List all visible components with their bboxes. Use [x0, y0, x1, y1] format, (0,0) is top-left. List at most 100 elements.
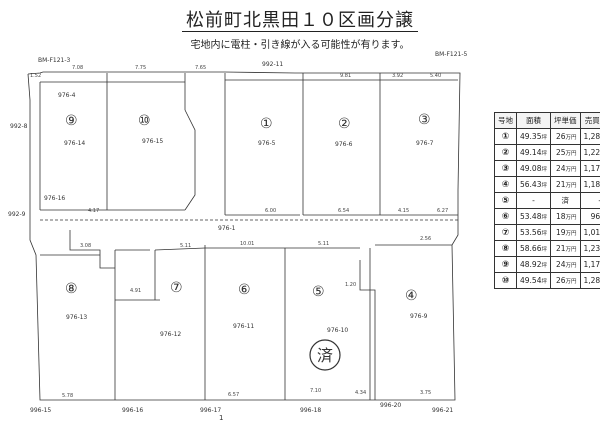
area-cell: 49.35坪	[516, 128, 551, 145]
lot-number: ⑤	[312, 284, 325, 300]
price-cell: 962万円	[579, 208, 600, 225]
unit-price-cell: 26万円	[550, 272, 581, 289]
benchmark-label: BM-F121-3	[38, 57, 71, 64]
area-cell: 53.56坪	[516, 224, 551, 241]
lot-number: ⑩	[138, 113, 151, 129]
parcel-number: 976-11	[233, 323, 254, 330]
dimension: 1.20	[345, 282, 356, 288]
unit-price-cell: 18万円	[550, 208, 581, 225]
lot-number: ③	[418, 112, 431, 128]
parcel-number: 992-8	[10, 123, 28, 130]
unit-price-cell: 24万円	[550, 256, 581, 273]
dimension: 1.52	[30, 73, 41, 79]
benchmark-label: BM-F121-5	[435, 51, 468, 58]
parcel-number: 996-15	[30, 407, 51, 414]
page-subtitle: 宅地内に電柱・引き線が入る可能性が有ります。	[190, 40, 410, 51]
dimension: 4.34	[355, 390, 366, 396]
price-table: 号地 面積 坪単価 売買金額 ①49.35坪26万円1,283万円②49.14坪…	[494, 112, 600, 289]
table-header-row: 号地 面積 坪単価 売買金額	[494, 112, 600, 129]
lot-cell: ⑨	[494, 256, 517, 273]
dimension: 5.11	[180, 243, 191, 249]
parcel-number: 992-9	[8, 211, 26, 218]
table-row: ⑥53.48坪18万円962万円	[494, 208, 600, 225]
dimension: 6.00	[265, 208, 276, 214]
price-cell: 1,231万円	[579, 240, 600, 257]
parcel-number: 976-5	[258, 140, 276, 147]
parcel-number: 976-15	[142, 138, 163, 145]
lot-cell: ⑥	[494, 208, 517, 225]
lot-cell: ⑦	[494, 224, 517, 241]
parcel-number: 976-6	[335, 141, 353, 148]
lot-cell: ④	[494, 176, 517, 193]
col-lot: 号地	[494, 112, 517, 129]
lot-number: ⑦	[170, 280, 183, 296]
price-cell: 1,288万円	[579, 272, 600, 289]
price-cell: 1,185万円	[579, 176, 600, 193]
price-cell: 1,283万円	[579, 128, 600, 145]
page-number: 1	[219, 414, 223, 422]
dimension: 5.40	[430, 73, 441, 79]
area-cell: 49.08坪	[516, 160, 551, 177]
unit-price-cell: 25万円	[550, 144, 581, 161]
lot-cell: ⑧	[494, 240, 517, 257]
dimension: 7.75	[135, 65, 146, 71]
parcel-number: 996-20	[380, 402, 401, 409]
svg-text:済: 済	[317, 346, 333, 365]
lot-cell: ②	[494, 144, 517, 161]
dimension: 4.17	[88, 208, 99, 214]
lot-lines	[27, 71, 461, 401]
parcel-number: 976-7	[416, 140, 434, 147]
page-title: 松前町北黒田１０区画分譲	[0, 6, 600, 32]
parcel-number: 976-9	[410, 313, 428, 320]
dimension: 9.81	[340, 73, 351, 79]
dimension: 7.08	[72, 65, 83, 71]
dimension: 3.92	[392, 73, 403, 79]
parcel-number: 976-14	[64, 140, 85, 147]
table-row: ⑤-済-	[494, 192, 600, 209]
price-cell: -	[579, 192, 600, 209]
parcel-number: 996-16	[122, 407, 143, 414]
dimension: 3.08	[80, 243, 91, 249]
lot-cell: ⑤	[494, 192, 517, 209]
area-cell: 56.43坪	[516, 176, 551, 193]
dimension: 7.65	[195, 65, 206, 71]
lot-number-labels: ⑨ ⑩ ① ② ③ ⑧ ⑦ ⑥ ⑤ ④	[65, 112, 431, 304]
sold-stamp: 済	[309, 339, 341, 371]
price-cell: 1,174万円	[579, 256, 600, 273]
parcel-number: 976-10	[327, 327, 348, 334]
dimension: 10.01	[240, 241, 254, 247]
unit-price-cell: 済	[550, 192, 581, 209]
dimension: 6.54	[338, 208, 349, 214]
parcel-labels: 976-14 976-15 976-5 976-6 976-7 976-13 9…	[8, 51, 468, 414]
parcel-number: 976-12	[160, 331, 181, 338]
area-cell: 53.48坪	[516, 208, 551, 225]
col-unit-price: 坪単価	[550, 112, 581, 129]
unit-price-cell: 19万円	[550, 224, 581, 241]
dimension: 6.27	[437, 208, 448, 214]
parcel-number: 996-21	[432, 407, 453, 414]
unit-price-cell: 21万円	[550, 176, 581, 193]
parcel-number: 976-1	[218, 225, 236, 232]
unit-price-cell: 26万円	[550, 128, 581, 145]
lot-cell: ③	[494, 160, 517, 177]
lot-number: ⑧	[65, 281, 78, 297]
lot-number: ④	[405, 288, 418, 304]
parcel-number: 996-18	[300, 407, 321, 414]
area-cell: 48.92坪	[516, 256, 551, 273]
area-cell: 49.54坪	[516, 272, 551, 289]
dimension-labels: 7.08 7.75 7.65 9.81 3.92 5.40 6.00 6.54 …	[30, 65, 448, 399]
unit-price-cell: 21万円	[550, 240, 581, 257]
parcel-number: 976-4	[58, 92, 76, 99]
dimension: 5.11	[318, 241, 329, 247]
area-cell: 49.14坪	[516, 144, 551, 161]
dimension: 4.91	[130, 288, 141, 294]
dimension: 7.10	[310, 388, 321, 394]
price-cell: 1,017万円	[579, 224, 600, 241]
